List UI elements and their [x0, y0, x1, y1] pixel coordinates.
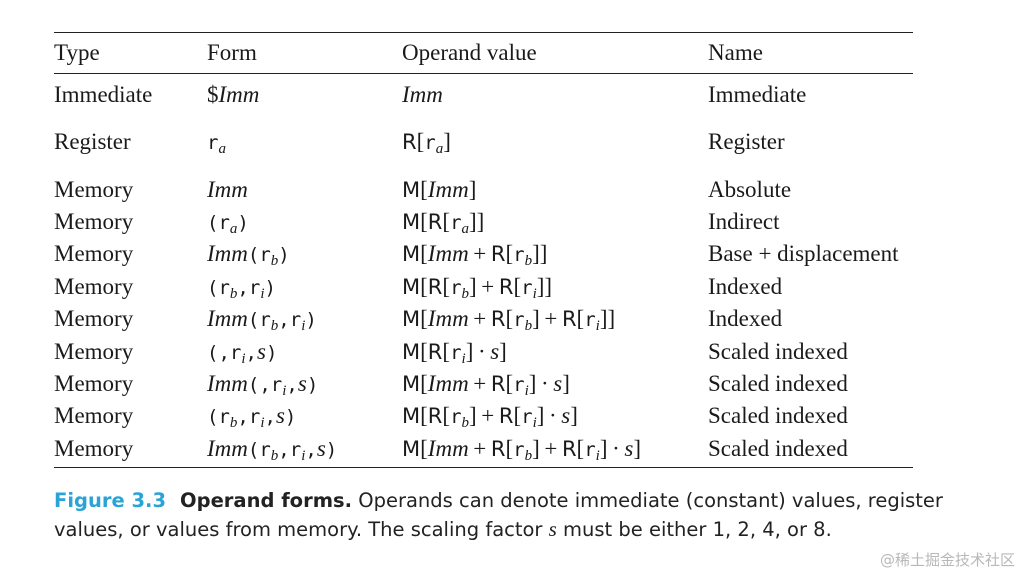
table-row: Memory Imm(,ri,s) M[Imm + R[ri] · s] Scaled… — [0, 369, 1033, 399]
table-row: Memory Imm(rb) M[Imm + R[rb]] Base + displa… — [0, 239, 1033, 269]
table-top-rule — [54, 32, 913, 33]
cell-operand-value: M[Imm + R[ri] · s] — [402, 371, 570, 399]
table-bottom-rule — [54, 467, 913, 468]
cell-type: Memory — [54, 436, 134, 461]
cell-name: Indexed — [708, 274, 783, 299]
header-operand-value: Operand value — [402, 40, 537, 65]
cell-form: Imm(,ri,s) — [207, 371, 319, 399]
caption-text: Operands can denote immediate (constant)… — [54, 489, 943, 541]
cell-name: Absolute — [708, 177, 792, 202]
caption-title: Operand forms. — [180, 489, 353, 512]
cell-name: Register — [708, 129, 785, 154]
cell-operand-value: M[R[rb] + R[ri] · s] — [402, 403, 578, 431]
cell-name: Indirect — [708, 209, 780, 234]
cell-form: Imm(rb) — [207, 241, 290, 269]
cell-type: Memory — [54, 241, 134, 266]
cell-form: ra — [207, 132, 226, 157]
cell-form: Imm — [207, 177, 248, 202]
cell-type: Immediate — [54, 82, 153, 107]
figure-label: Figure 3.3 — [54, 489, 167, 512]
cell-type: Memory — [54, 177, 134, 202]
cell-type: Memory — [54, 371, 134, 396]
cell-name: Base + displacement — [708, 241, 899, 266]
cell-operand-value: R[ra] — [402, 129, 451, 157]
cell-form: (rb,ri,s) — [207, 403, 297, 431]
cell-name: Scaled indexed — [708, 403, 848, 428]
cell-name: Indexed — [708, 306, 783, 331]
cell-form: Imm(rb,ri) — [207, 306, 317, 334]
caption-s-symbol: s — [548, 517, 557, 541]
table-row: Memory (,ri,s) M[R[ri] · s] Scaled indexed — [0, 337, 1033, 367]
cell-name: Scaled indexed — [708, 436, 848, 461]
header-form: Form — [207, 40, 257, 65]
table-row: Register ra R[ra] Register — [0, 127, 1033, 157]
cell-name: Scaled indexed — [708, 339, 848, 364]
table-header-rule — [54, 73, 913, 74]
table-row: Memory Imm(rb,ri) M[Imm + R[rb] + R[ri]] In… — [0, 304, 1033, 334]
cell-form: $Imm — [207, 82, 260, 107]
cell-operand-value: M[R[ri] · s] — [402, 339, 507, 367]
cell-operand-value: M[Imm] — [402, 177, 477, 202]
figure-caption: Figure 3.3 Operand forms. Operands can de… — [54, 486, 954, 544]
cell-operand-value: M[Imm + R[rb]] — [402, 241, 548, 269]
cell-form: Imm(rb,ri,s) — [207, 436, 338, 464]
header-type: Type — [54, 40, 100, 65]
cell-type: Memory — [54, 274, 134, 299]
table-row: Memory (ra) M[R[ra]] Indirect — [0, 207, 1033, 237]
cell-operand-value: M[Imm + R[rb] + R[ri] · s] — [402, 436, 641, 464]
header-name: Name — [708, 40, 763, 65]
table-row: Memory (rb,ri,s) M[R[rb] + R[ri] · s] Scale… — [0, 401, 1033, 431]
cell-operand-value: M[R[ra]] — [402, 209, 485, 237]
caption-text-end: must be either 1, 2, 4, or 8. — [563, 518, 832, 541]
cell-form: (rb,ri) — [207, 277, 276, 302]
cell-type: Memory — [54, 306, 134, 331]
cell-type: Memory — [54, 403, 134, 428]
cell-operand-value: Imm — [402, 82, 443, 107]
cell-type: Memory — [54, 209, 134, 234]
table-row: Memory Imm M[Imm] Absolute — [0, 175, 1033, 205]
cell-type: Memory — [54, 339, 134, 364]
table-row: Immediate $Imm Imm Immediate — [0, 80, 1033, 110]
table-header-row: Type Form Operand value Name — [0, 38, 1033, 68]
cell-type: Register — [54, 129, 131, 154]
cell-name: Scaled indexed — [708, 371, 848, 396]
table-row: Memory (rb,ri) M[R[rb] + R[ri]] Indexed — [0, 272, 1033, 302]
cell-form: (,ri,s) — [207, 339, 278, 367]
watermark: @稀土掘金技术社区 — [879, 551, 1015, 569]
cell-operand-value: M[R[rb] + R[ri]] — [402, 274, 553, 302]
cell-name: Immediate — [708, 82, 807, 107]
table-row: Memory Imm(rb,ri,s) M[Imm + R[rb] + R[ri] … — [0, 434, 1033, 464]
cell-operand-value: M[Imm + R[rb] + R[ri]] — [402, 306, 616, 334]
cell-form: (ra) — [207, 212, 249, 237]
